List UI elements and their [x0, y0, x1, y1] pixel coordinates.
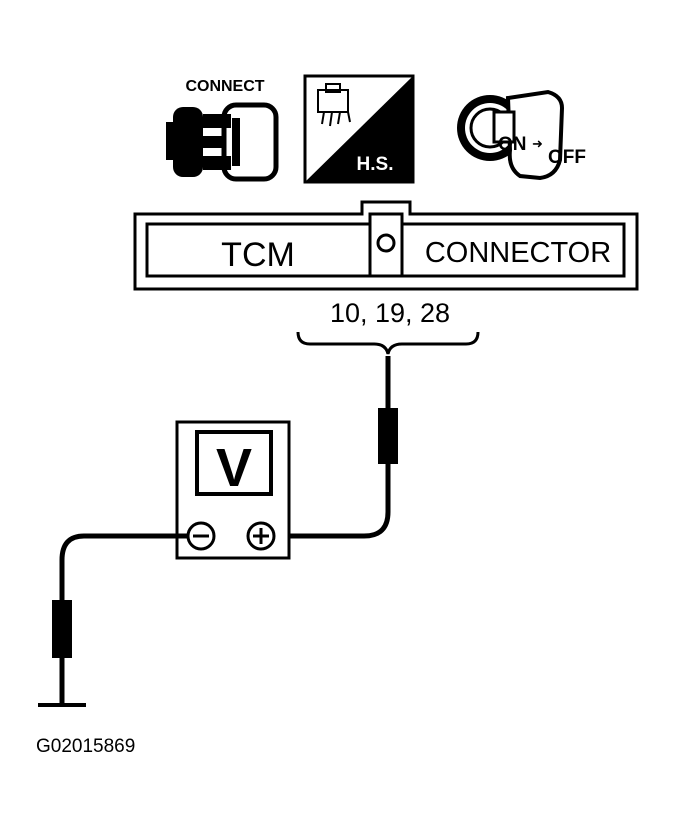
voltmeter-label: V — [216, 438, 252, 498]
voltmeter: V — [175, 420, 291, 560]
harness-side-label: H.S. — [357, 154, 394, 175]
ignition-key-icon: ON ➜ OFF — [457, 89, 586, 181]
negative-probe — [52, 600, 72, 658]
tcm-label: TCM — [221, 236, 295, 274]
tcm-connector: TCM CONNECTOR — [133, 200, 639, 291]
ignition-on-label: ON — [498, 134, 527, 155]
positive-lead — [276, 356, 391, 539]
negative-lead — [59, 533, 188, 703]
terminal-numbers: 10, 19, 28 — [330, 298, 450, 328]
connector-plug-icon: CONNECT — [166, 78, 279, 182]
positive-probe — [378, 408, 398, 464]
figure-id: G02015869 — [36, 736, 135, 757]
connect-label: CONNECT — [185, 78, 264, 95]
harness-side-connector-icon: H.S. — [303, 74, 415, 184]
terminal-bracket — [296, 331, 480, 355]
ignition-arrow-icon: ➜ — [532, 136, 543, 151]
ignition-off-label: OFF — [548, 147, 586, 168]
connector-label: CONNECTOR — [425, 237, 611, 269]
terminal-hole-icon — [376, 233, 396, 253]
voltmeter-display — [195, 430, 273, 496]
